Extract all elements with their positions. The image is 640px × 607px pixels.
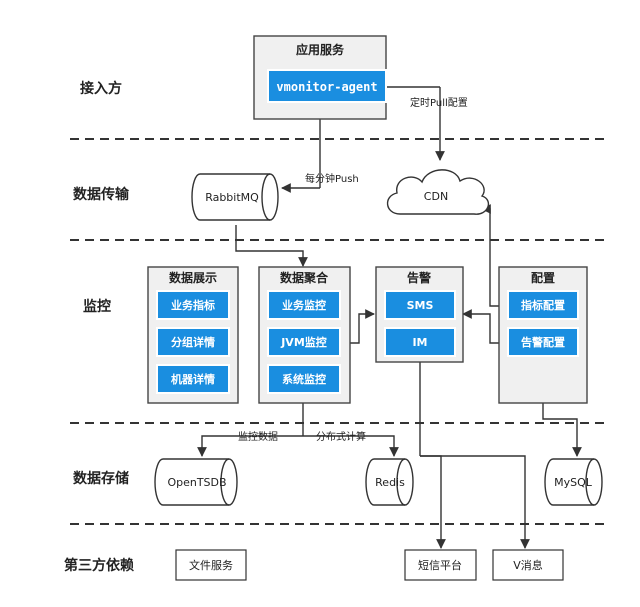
monitor-data-label: 监控数据 <box>238 430 278 443</box>
sms-platform-node[interactable]: 短信平台 <box>404 549 477 581</box>
lane-label-transport: 数据传输 <box>73 186 130 203</box>
data-aggregation-panel: 数据聚合 业务监控 JVM监控 系统监控 <box>258 266 351 404</box>
machine-details-label: 机器详情 <box>171 372 215 386</box>
to-redis-arrow <box>303 435 399 457</box>
sms-platform-label: 短信平台 <box>418 558 462 572</box>
lane-label-access: 接入方 <box>80 80 122 97</box>
alarm-panel: 告警 SMS IM <box>375 266 464 363</box>
business-metrics-label: 业务指标 <box>171 298 215 312</box>
system-monitor-box[interactable] <box>267 364 341 394</box>
redis-label: Redis <box>375 476 405 489</box>
file-service-label: 文件服务 <box>189 558 233 572</box>
rabbitmq-label: RabbitMQ <box>205 191 259 204</box>
lane-label-monitor: 监控 <box>83 298 111 315</box>
config-title: 配置 <box>531 270 555 285</box>
data-display-title: 数据展示 <box>169 270 217 285</box>
system-monitor-label: 系统监控 <box>282 372 326 386</box>
mysql-shape-edge <box>585 458 595 506</box>
metric-config-label: 指标配置 <box>521 298 565 312</box>
config-to-mysql-arrow <box>542 403 582 457</box>
lane-label-thirdparty: 第三方依赖 <box>64 557 134 574</box>
aggregation-to-alarm-arrow <box>350 309 375 344</box>
mysql-node[interactable]: MySQL <box>544 458 603 506</box>
jvm-monitor-box[interactable] <box>267 327 341 357</box>
opentsdb-label: OpenTSDB <box>167 476 226 489</box>
redis-node[interactable]: Redis <box>365 458 414 506</box>
metric-config-box[interactable] <box>507 290 579 320</box>
sms-platform-box <box>404 549 477 581</box>
jvm-monitor-label: JVM监控 <box>280 335 327 349</box>
to-opentsdb-arrow <box>197 435 303 457</box>
redis-shape-edge <box>396 458 406 506</box>
opentsdb-shape-edge <box>220 458 230 506</box>
mysql-label: MySQL <box>554 476 593 489</box>
app-service-title: 应用服务 <box>296 42 345 57</box>
sms-label: SMS <box>407 299 434 312</box>
app-service-panel: 应用服务 vmonitor-agent <box>253 35 387 120</box>
cdn-cloud-icon <box>386 169 490 215</box>
business-metrics-box[interactable] <box>156 290 230 320</box>
rabbitmq-shape-edge <box>261 173 271 221</box>
cdn-label: CDN <box>424 190 448 203</box>
file-service-node[interactable]: 文件服务 <box>175 549 247 581</box>
data-display-panel: 数据展示 业务指标 分组详情 机器详情 <box>147 266 239 404</box>
group-details-label: 分组详情 <box>171 335 215 349</box>
rabbitmq-node[interactable]: RabbitMQ <box>191 173 279 221</box>
sms-box[interactable] <box>384 290 456 320</box>
v-message-label: V消息 <box>513 558 543 572</box>
alarm-config-box[interactable] <box>507 327 579 357</box>
opentsdb-node[interactable]: OpenTSDB <box>154 458 238 506</box>
distributed-compute-label: 分布式计算 <box>316 430 366 443</box>
pull-config-label: 定时Pull配置 <box>410 96 468 109</box>
business-monitor-label: 业务监控 <box>282 298 326 312</box>
config-panel: 配置 指标配置 告警配置 <box>498 266 588 404</box>
machine-details-box[interactable] <box>156 364 230 394</box>
v-message-box <box>492 549 564 581</box>
vmonitor-agent-box[interactable] <box>267 69 387 103</box>
file-service-box <box>175 549 247 581</box>
business-monitor-box[interactable] <box>267 290 341 320</box>
group-details-box[interactable] <box>156 327 230 357</box>
alarm-config-label: 告警配置 <box>521 335 565 349</box>
v-message-node[interactable]: V消息 <box>492 549 564 581</box>
vmonitor-agent-label: vmonitor-agent <box>276 80 377 94</box>
data-aggregation-title: 数据聚合 <box>280 270 329 285</box>
lane-label-storage: 数据存储 <box>73 470 129 487</box>
to-v-message-arrow <box>420 455 530 549</box>
push-label: 每分钟Push <box>305 172 359 185</box>
to-sms-platform-arrow <box>420 455 446 549</box>
alarm-title: 告警 <box>407 270 431 285</box>
im-box[interactable] <box>384 327 456 357</box>
cdn-node[interactable]: CDN <box>386 169 490 215</box>
im-label: IM <box>412 336 427 349</box>
mq-to-aggregation-arrow <box>235 225 308 267</box>
